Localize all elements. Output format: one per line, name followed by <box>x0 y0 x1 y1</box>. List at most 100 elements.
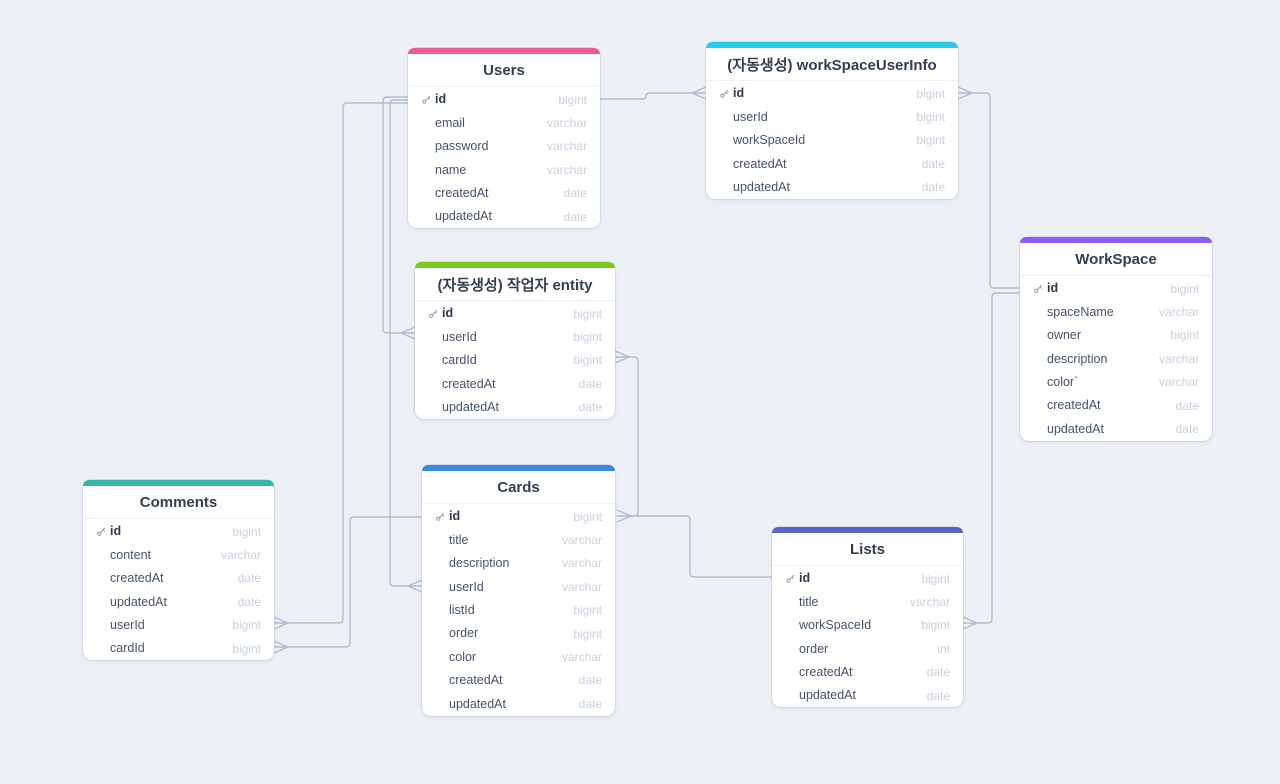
field-type: bigint <box>573 330 602 345</box>
field-type: bigint <box>916 110 945 125</box>
field-row: userId bigint <box>706 105 958 128</box>
table-color-bar <box>422 465 615 471</box>
field-type: date <box>926 688 950 703</box>
field-type: bigint <box>1170 281 1199 296</box>
key-icon <box>785 573 796 584</box>
field-name: createdAt <box>435 186 489 200</box>
field-type: varchar <box>220 548 261 563</box>
field-name: updatedAt <box>449 696 506 711</box>
field-name: description <box>1047 351 1108 366</box>
key-icon <box>719 88 730 99</box>
field-name: description <box>449 556 510 571</box>
field-name: updatedAt <box>733 180 790 194</box>
field-name: id <box>1047 281 1059 296</box>
field-type: bigint <box>232 641 261 656</box>
crow-foot-marker <box>400 326 416 340</box>
field-type: date <box>921 156 945 171</box>
field-row: order bigint <box>422 622 615 645</box>
field-type: date <box>926 665 950 680</box>
field-type: varchar <box>561 556 602 571</box>
field-type: varchar <box>1158 305 1199 320</box>
table-color-bar <box>706 42 958 48</box>
field-name: userId <box>449 579 484 594</box>
field-name: title <box>449 532 469 547</box>
field-name: id <box>442 306 454 321</box>
field-type: bigint <box>573 306 602 321</box>
field-name: owner <box>1047 328 1082 343</box>
relationship-line <box>389 99 409 587</box>
table-title: Comments <box>83 486 274 519</box>
relationship-line <box>382 96 409 334</box>
field-row: description varchar <box>422 552 615 575</box>
field-type: varchar <box>546 116 587 131</box>
field-type: bigint <box>921 571 950 586</box>
field-type: date <box>563 186 587 201</box>
field-type: date <box>578 400 602 415</box>
field-row: id bigint <box>1020 277 1212 300</box>
field-name: workSpaceId <box>733 133 806 148</box>
field-type: bigint <box>921 618 950 633</box>
key-icon <box>96 526 107 537</box>
table-title: Cards <box>422 471 615 504</box>
crow-foot-marker <box>273 640 289 654</box>
table-title: (자동생성) 작업자 entity <box>415 268 615 301</box>
field-type: varchar <box>561 579 602 594</box>
field-row: description varchar <box>1020 347 1212 370</box>
table-color-bar <box>415 262 615 268</box>
field-row: id bigint <box>706 82 958 105</box>
field-row: userId varchar <box>422 575 615 598</box>
field-type: bigint <box>916 86 945 101</box>
field-name: userId <box>733 109 768 124</box>
field-type: date <box>1175 398 1199 413</box>
table-color-bar <box>408 48 600 54</box>
entity-table-workspace-user-info[interactable]: (자동생성) workSpaceUserInfo id bigint userId bi… <box>706 42 958 199</box>
field-type: date <box>921 180 945 195</box>
key-icon <box>435 511 446 522</box>
field-row: createdAt date <box>706 152 958 175</box>
field-name: createdAt <box>110 571 164 586</box>
crow-foot-marker <box>407 579 423 593</box>
field-type: date <box>237 594 261 609</box>
field-name: order <box>449 626 479 641</box>
field-type: varchar <box>909 595 950 610</box>
field-name: workSpaceId <box>799 618 872 633</box>
relationship-line <box>287 102 409 624</box>
field-type: bigint <box>573 626 602 641</box>
field-name: id <box>733 86 745 101</box>
field-type: bigint <box>1170 328 1199 343</box>
field-name: color` <box>1047 375 1079 389</box>
field-row: updatedAt date <box>422 692 615 715</box>
table-color-bar <box>1020 237 1212 243</box>
field-name: createdAt <box>449 673 503 688</box>
field-name: userId <box>110 618 145 632</box>
field-name: updatedAt <box>110 594 167 609</box>
field-type: date <box>578 696 602 711</box>
field-row: updatedAt date <box>83 590 274 613</box>
field-row: createdAt date <box>408 182 600 205</box>
table-title: (자동생성) workSpaceUserInfo <box>706 48 958 81</box>
field-type: varchar <box>1158 351 1199 366</box>
field-name: createdAt <box>733 156 787 171</box>
key-icon <box>421 94 432 105</box>
